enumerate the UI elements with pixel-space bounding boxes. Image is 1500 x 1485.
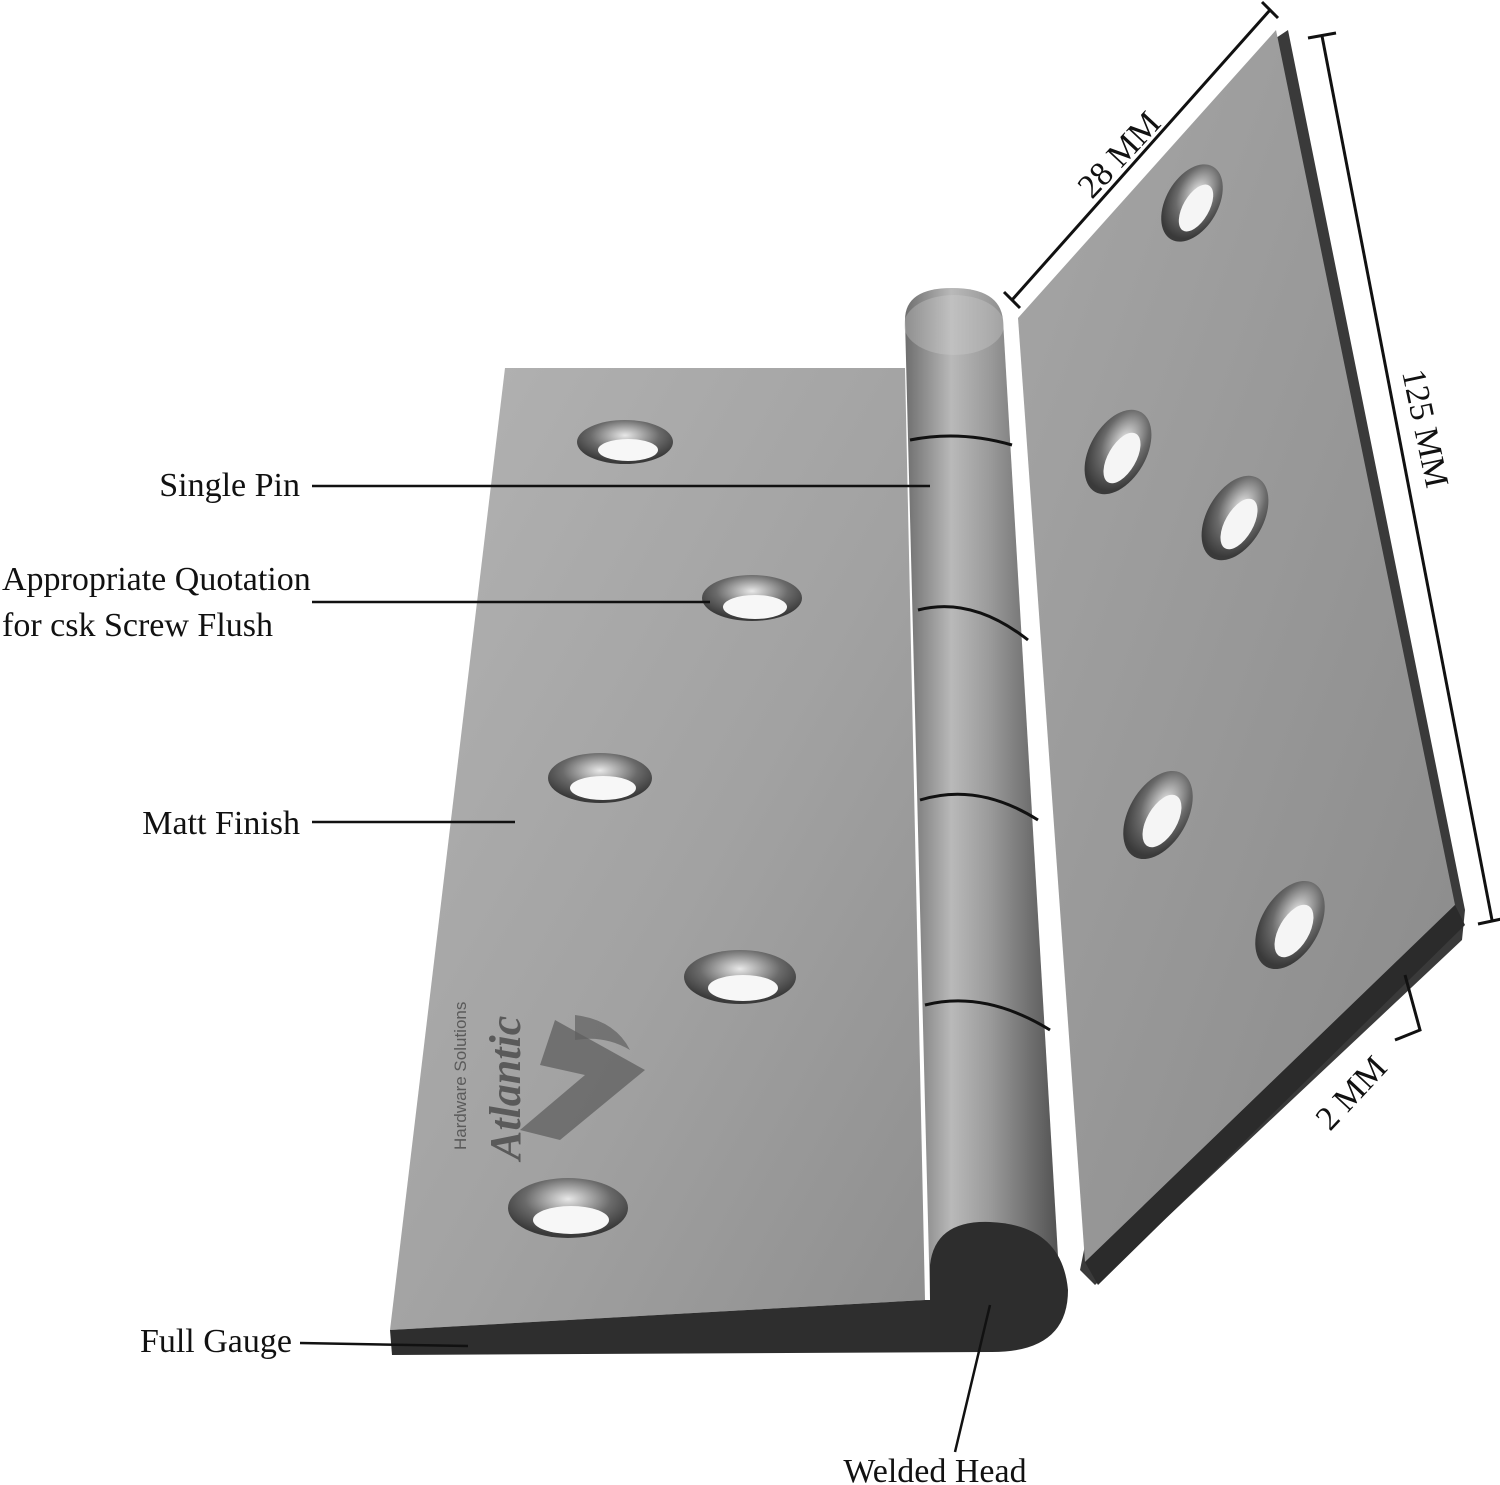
dim-height-label: 125 MM [1394,366,1455,491]
left-leaf-hole [702,575,802,621]
left-leaf: Atlantic Hardware Solutions [390,368,990,1355]
right-leaf-hole [1123,770,1193,860]
full-gauge-leader [299,1341,469,1348]
hinge-knuckle [904,288,1068,1352]
label-welded-head: Welded Head [843,1453,1026,1485]
atlantic-logo: Atlantic Hardware Solutions [451,1002,645,1163]
right-leaf-hole [1084,409,1152,495]
callout-lines [299,484,992,1453]
dimension-lines [1002,0,1500,1042]
left-leaf-hole [684,950,796,1004]
label-matt-finish: Matt Finish [142,805,300,842]
dim-thickness-line [1394,974,1422,1042]
logo-brand: Atlantic [481,1016,530,1163]
label-quotation-line2: for csk Screw Flush [2,607,273,644]
welded-head-leader [953,1304,992,1453]
right-leaf-hole [1255,880,1325,970]
right-leaf-hole [1161,164,1223,242]
label-full-gauge: Full Gauge [140,1323,292,1360]
dim-height-line [1320,35,1494,921]
left-leaf-hole [548,753,652,803]
welded-head-end [930,1221,1068,1352]
left-leaf-hole [577,420,673,464]
dim-width-line [1010,9,1272,301]
right-leaf [1018,30,1465,1285]
label-quotation-line1: Appropriate Quotation [2,561,311,598]
label-single-pin: Single Pin [159,467,300,504]
left-leaf-hole [508,1178,628,1238]
right-leaf-hole [1201,475,1269,561]
logo-tagline: Hardware Solutions [451,1002,470,1150]
